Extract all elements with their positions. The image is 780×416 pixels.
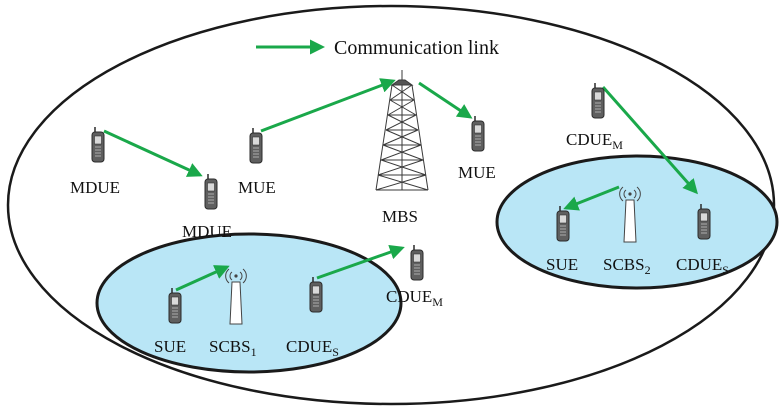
cdue-s1-phone-icon [309,276,323,313]
cdue-mid-phone-icon [410,244,424,281]
label-mue-right: MUE [458,163,496,182]
mue-center-phone-icon [249,127,263,164]
link-mbs-to-mue [418,81,473,119]
label-mdue-left: MDUE [70,178,120,197]
cdue-s2-phone-icon [697,203,711,240]
small-cell-1 [95,232,403,374]
links [103,78,698,292]
label-cdue-m-top: CDUEM [566,130,623,152]
mdue-left-phone-icon [91,126,105,163]
legend-label: Communication link [334,37,499,59]
label-sue-1: SUE [154,337,186,356]
mbs-tower-icon [375,70,429,191]
small-cell-2 [495,154,779,290]
label-cdue-m-mid: CDUEM [386,287,443,309]
link-sue-to-scbs1 [175,265,230,292]
link-cdue-to-cdue-s2 [601,86,698,195]
cdue-top-phone-icon [591,82,605,119]
label-sue-2: SUE [546,255,578,274]
link-cdue-s1-to-cdue-m [316,244,405,280]
sue-1-phone-icon [168,287,182,324]
link-mdue-to-mdue [103,129,203,177]
label-mue-center: MUE [238,178,276,197]
label-mbs: MBS [382,207,418,226]
mdue-mid-phone-icon [204,173,218,210]
label-mdue-mid: MDUE [182,222,232,241]
sue-2-phone-icon [556,205,570,242]
label-scbs-1: SCBS1 [209,337,257,359]
label-cdue-s-1: CDUES [286,337,339,359]
mue-right-phone-icon [471,115,485,152]
label-scbs-2: SCBS2 [603,255,651,277]
link-scbs2-to-sue [563,185,620,211]
label-cdue-s-2: CDUES [676,255,729,277]
link-mue-to-mbs [260,78,396,133]
